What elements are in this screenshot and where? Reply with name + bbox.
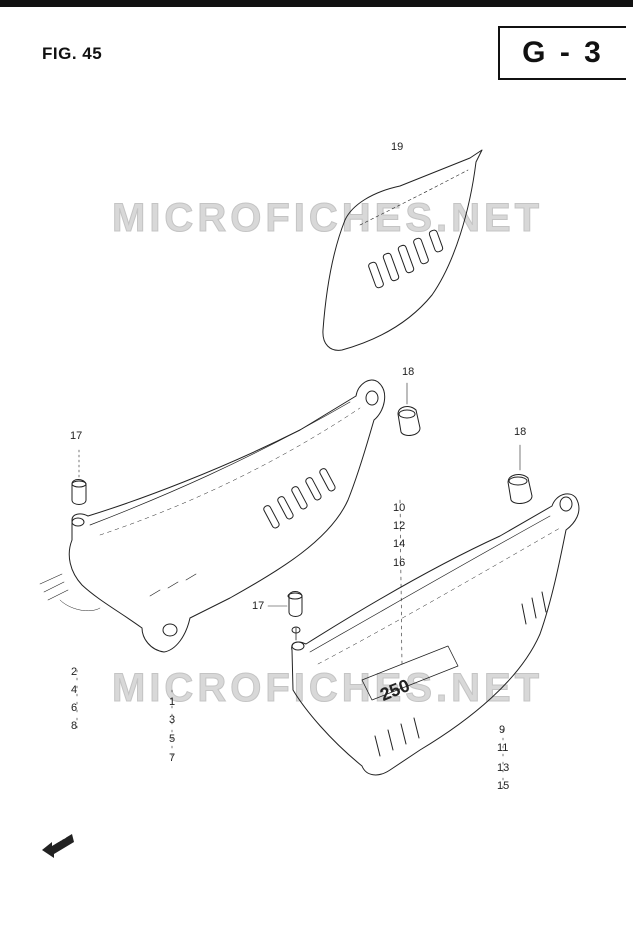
left-side-cover [39,379,386,653]
callout-15: 15 [497,780,510,792]
callout-4: 4 [71,684,78,696]
watermark-bottom: MICROFICHES.NET [111,666,544,711]
callout-1: 1 [169,696,176,708]
callout-14: 14 [393,538,406,550]
callout-19: 19 [391,141,404,153]
callout-7: 7 [169,752,176,764]
part-18-grommet-right [507,444,533,504]
callout-5: 5 [169,733,176,745]
callout-11: 11 [497,742,509,754]
fwd-arrow-icon [42,834,74,858]
callout-6: 6 [71,702,78,714]
callout-13: 13 [497,762,510,774]
part-18-grommet-left [397,382,421,436]
part-17-grommet-lower [267,591,303,617]
callout-3: 3 [169,714,176,726]
right-side-cover [291,493,580,776]
callout-9: 9 [499,724,506,736]
part-19-cover [322,149,483,351]
callout-2: 2 [71,666,78,678]
callout-17-lower: 17 [252,600,265,612]
callout-18-right: 18 [514,426,527,438]
part-17-grommet-upper [71,449,87,505]
watermark-top: MICROFICHES.NET [111,196,544,241]
callout-16: 16 [393,557,406,569]
callout-18-left: 18 [402,366,415,378]
page-code-box: G - 3 [498,26,626,80]
callout-12: 12 [393,520,406,532]
callout-17-upper: 17 [70,430,83,442]
top-border-rule [0,0,633,7]
callout-10: 10 [393,502,406,514]
callout-8: 8 [71,720,78,732]
figure-title: FIG. 45 [42,44,103,63]
